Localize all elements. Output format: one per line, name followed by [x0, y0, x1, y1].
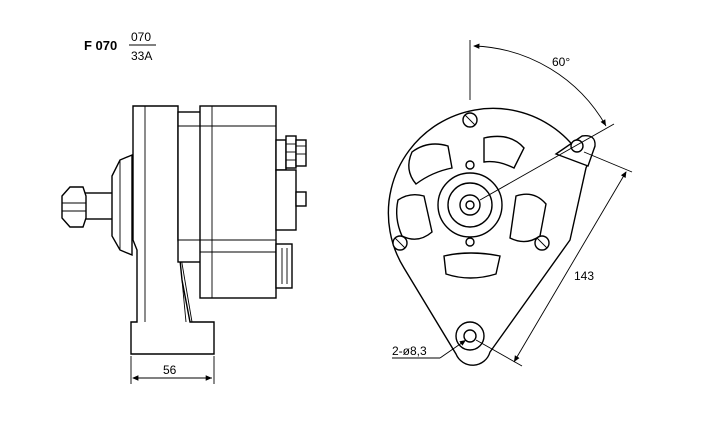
vent-slot-top-left [408, 143, 453, 185]
housing-front [177, 111, 203, 263]
bearing-inner [459, 194, 481, 216]
model-code-text: F 070 [84, 38, 117, 53]
screw-top [462, 112, 478, 128]
width-dimension-label: 56 [163, 363, 177, 377]
model-numerator: 070 [131, 30, 151, 44]
bearing-ring [447, 182, 493, 228]
housing-body [199, 105, 277, 299]
spacing-extension-top [583, 151, 633, 173]
upper-mount-hole [570, 139, 584, 153]
hex-nut [61, 186, 87, 228]
lower-mount-hole [463, 329, 477, 343]
regulator-screw [295, 191, 307, 207]
screw-left [392, 235, 408, 251]
angle-reference-inclined [479, 123, 615, 201]
rivet-bottom [465, 237, 475, 247]
plug-connector [275, 243, 293, 289]
shaft [81, 192, 115, 220]
screw-right [534, 235, 550, 251]
rivet-top [465, 160, 475, 170]
model-denominator: 33A [131, 49, 152, 63]
vent-slot-bottom [443, 252, 501, 279]
hole-callout-label: 2-ø8,3 [392, 344, 427, 358]
regulator-box [275, 169, 297, 231]
hole-callout-pointer [439, 339, 467, 359]
terminal-block [275, 139, 287, 171]
lower-mount-boss [455, 321, 485, 351]
angle-arc [473, 43, 607, 127]
vent-slot-left [395, 193, 433, 240]
pulley-hub [111, 153, 133, 257]
terminal-bolt [295, 139, 307, 167]
vent-slot-top-right [483, 135, 525, 169]
side-view: 56 [61, 105, 307, 384]
spacing-label: 143 [574, 269, 594, 283]
shaft-end [465, 200, 475, 210]
spacing-dimension-line [513, 171, 627, 363]
bearing-outer [437, 172, 503, 238]
model-code: F 070 070 33A [84, 30, 156, 63]
vent-slot-right [509, 193, 547, 243]
angle-label: 60° [552, 55, 570, 69]
front-view: 60° 143 2-ø8,3 [387, 40, 633, 367]
